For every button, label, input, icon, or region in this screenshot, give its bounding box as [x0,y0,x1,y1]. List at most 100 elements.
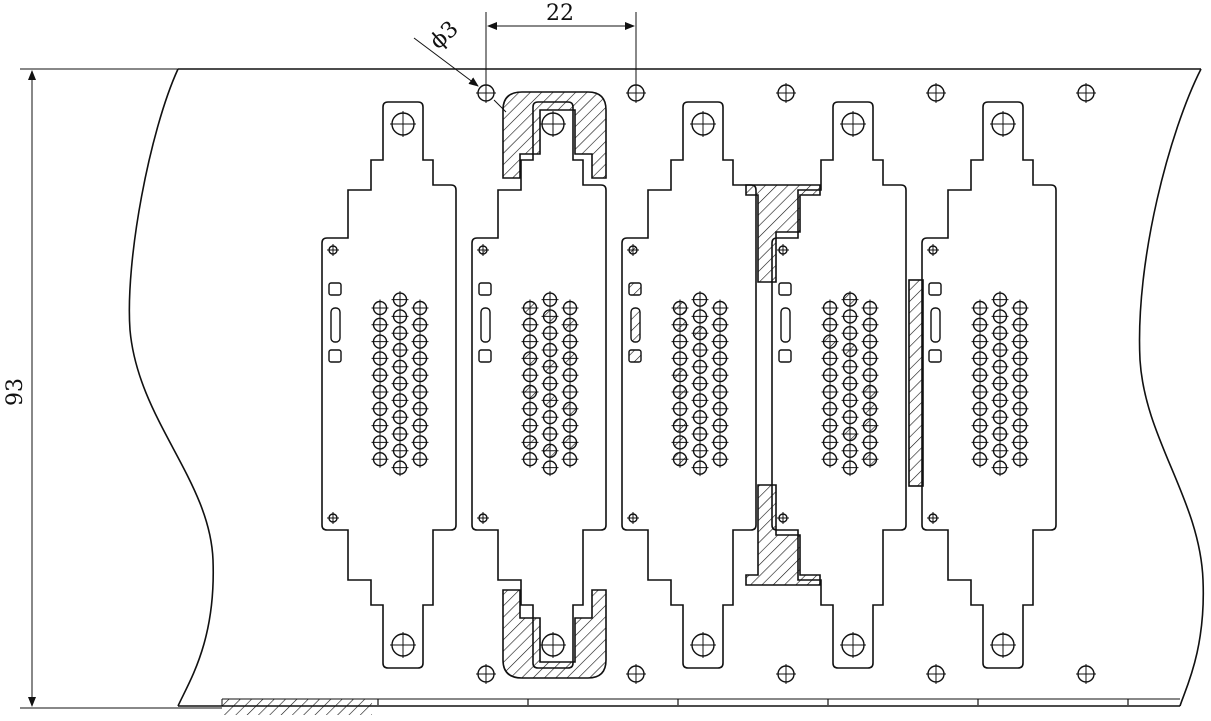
pilot-hole-top [926,83,946,103]
pin-hole [971,333,989,351]
pin-hole [671,316,689,334]
pin-hole [541,341,559,359]
parts-layer [321,101,1057,669]
strip-bottom-notches [377,699,1129,705]
pin-hole [1011,349,1029,367]
pin-hole [991,391,1009,409]
pin-hole [841,324,859,342]
pin-hole [841,391,859,409]
dimension-22: 22 [485,1,637,92]
pilot-hole-bottom [626,664,646,684]
pin-hole [691,307,709,325]
part-small-hole-bottom [627,512,639,524]
pin-hole [841,459,859,477]
pin-hole [711,333,729,351]
pin-hole [521,433,539,451]
pin-hole [541,307,559,325]
part-slot-marker [780,307,791,343]
pin-hole [971,349,989,367]
pin-hole [691,291,709,309]
part-outline-1 [321,101,457,669]
part-square-marker-bottom [778,349,792,363]
pin-hole [411,433,429,451]
pin-hole [841,341,859,359]
pin-hole [561,366,579,384]
pin-hole [711,316,729,334]
dimension-93: 93 [3,68,222,709]
pin-hole [541,291,559,309]
pin-hole [971,366,989,384]
pin-hole [861,450,879,468]
pin-hole [841,408,859,426]
pin-hole [1011,316,1029,334]
pin-hole [521,349,539,367]
pin-hole [411,366,429,384]
pin-hole [411,299,429,317]
part-mount-hole-bottom [690,632,716,658]
pin-hole [561,383,579,401]
pin-hole [411,333,429,351]
part-mount-hole-top [990,111,1016,137]
dimension-phi3-label: ϕ3 [425,16,463,54]
pin-hole [561,417,579,435]
dimension-22-label: 22 [546,1,574,26]
pin-hole [711,383,729,401]
pin-hole [841,358,859,376]
pin-hole [711,299,729,317]
part-small-hole-bottom [477,512,489,524]
pin-hole [821,383,839,401]
dimension-93-label: 93 [3,378,28,406]
part-square-marker-top [928,282,942,296]
part-small-hole-bottom [777,512,789,524]
pin-hole [371,450,389,468]
hatched-scrap-middle-top [745,184,821,283]
pin-hole [391,459,409,477]
pilot-hole-top [1076,83,1096,103]
pin-hole [861,400,879,418]
pin-hole [991,375,1009,393]
pin-hole [541,425,559,443]
pin-hole [841,442,859,460]
pin-hole [971,450,989,468]
pin-hole [521,417,539,435]
pin-hole [711,400,729,418]
pin-hole [691,391,709,409]
part-mount-hole-bottom [840,632,866,658]
pin-hole [561,349,579,367]
pin-hole [991,459,1009,477]
pin-hole [371,316,389,334]
pin-hole [841,425,859,443]
pin-hole [561,333,579,351]
pin-hole [671,400,689,418]
pin-hole [521,316,539,334]
pin-hole [671,417,689,435]
part-square-marker-top [778,282,792,296]
pin-hole [971,400,989,418]
pin-hole [1011,299,1029,317]
pin-hole [541,442,559,460]
pin-hole [391,408,409,426]
pin-hole [541,391,559,409]
pin-hole [1011,366,1029,384]
pin-hole [371,383,389,401]
pilot-hole-bottom [1076,664,1096,684]
pin-hole [861,433,879,451]
pin-hole [561,299,579,317]
part-mount-hole-bottom [990,632,1016,658]
pin-hole [711,349,729,367]
part-mount-hole-bottom [540,632,566,658]
pin-hole [991,324,1009,342]
part-outline-3 [621,101,757,669]
hatched-scrap-middle-bottom [745,484,821,586]
pin-hole [991,341,1009,359]
pin-hole [861,417,879,435]
pin-hole [671,383,689,401]
part-mount-hole-bottom [390,632,416,658]
pin-hole [821,349,839,367]
pilot-hole-bottom [776,664,796,684]
pin-hole [971,433,989,451]
pin-hole [821,450,839,468]
pin-hole [861,299,879,317]
pilot-hole-top [776,83,796,103]
pin-hole [411,450,429,468]
